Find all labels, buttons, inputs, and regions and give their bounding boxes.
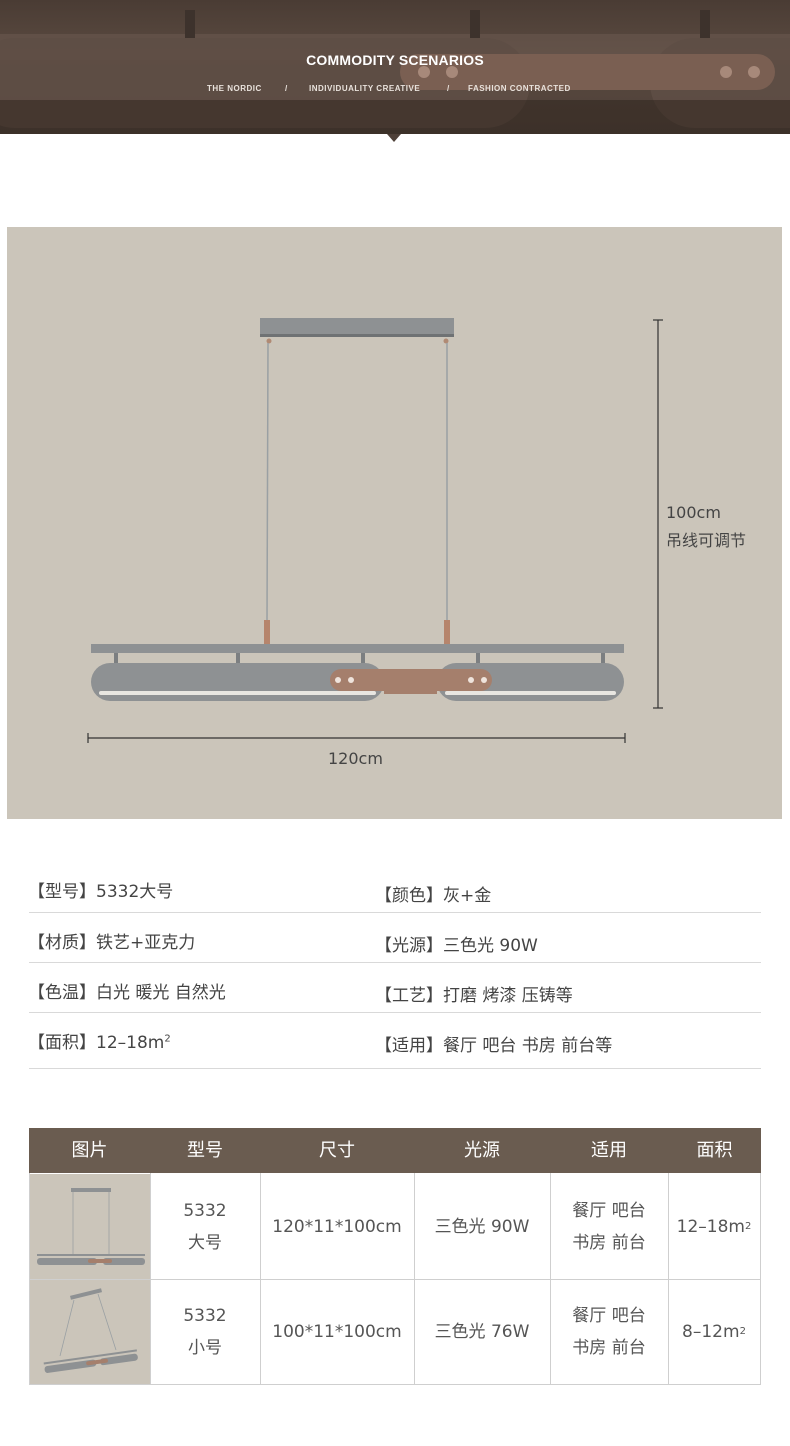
table-header-image: 图片 [71, 1140, 108, 1161]
row2-model-size: 小号 [188, 1338, 222, 1358]
row1-usage-line: 书房 前台 [572, 1232, 646, 1253]
row2-usage: 餐厅 吧台 书房 前台 [550, 1280, 668, 1384]
banner-tag-separator: / [447, 84, 450, 93]
spec-craft: 【工艺】打磨 烤漆 压铸等 [375, 986, 573, 1006]
lamp-illustration [87, 318, 663, 743]
spec-divider [29, 1012, 761, 1013]
table-header-model: 型号 [187, 1140, 223, 1161]
row2-size: 100*11*100cm [272, 1322, 402, 1342]
spec-color: 【颜色】灰+金 [375, 886, 492, 906]
banner-title: COMMODITY SCENARIOS [306, 52, 484, 68]
spec-divider [29, 912, 761, 913]
row1-usage: 餐厅 吧台 书房 前台 [550, 1174, 668, 1279]
spec-divider [29, 962, 761, 963]
table-border [29, 1279, 761, 1280]
spec-material: 【材质】铁艺+亚克力 [28, 933, 196, 953]
product-dimension-panel: 100cm 吊线可调节 120cm [7, 227, 782, 819]
spec-area-text: 【面积】12–18m [28, 1033, 165, 1053]
spec-color-temperature: 【色温】白光 暖光 自然光 [28, 983, 226, 1003]
row1-model: 5332 大号 [150, 1174, 260, 1279]
height-note: 吊线可调节 [666, 531, 747, 550]
banner-tag: INDIVIDUALITY CREATIVE [309, 84, 421, 93]
row2-usage-line: 书房 前台 [572, 1338, 646, 1358]
table-header-row [29, 1128, 761, 1173]
top-rail [91, 644, 624, 653]
height-value: 100cm [666, 503, 721, 522]
banner-dot [748, 66, 760, 78]
row2-usage-line: 餐厅 吧台 [572, 1306, 646, 1326]
row1-area-text: 12–18m [676, 1216, 745, 1237]
row2-area-sup: 2 [739, 1326, 746, 1337]
row2-area-text: 8–12m [682, 1322, 740, 1342]
spec-area: 【面积】12–18m2 [28, 1028, 171, 1053]
banner-bar [400, 54, 775, 90]
row1-model-number: 5332 [183, 1200, 227, 1221]
banner-stem [700, 10, 710, 38]
table-header-area: 面积 [696, 1140, 733, 1161]
spec-usage: 【适用】餐厅 吧台 书房 前台等 [375, 1036, 613, 1056]
spec-light-source: 【光源】三色光 90W [375, 936, 538, 956]
spec-model: 【型号】5332大号 [28, 882, 174, 902]
banner-pointer-arrow [387, 134, 401, 142]
table-header-size: 尺寸 [319, 1140, 355, 1161]
spec-divider [29, 1068, 761, 1069]
banner-dot [446, 66, 458, 78]
width-value: 120cm [328, 749, 383, 768]
banner-shade [0, 100, 790, 134]
banner-stem [470, 10, 480, 38]
lamp-accent-bar [330, 669, 492, 691]
table-header-usage: 适用 [591, 1140, 627, 1161]
spec-area-sup: 2 [164, 1033, 171, 1045]
row1-light: 三色光 90W [434, 1216, 530, 1237]
ceiling-canopy [260, 318, 454, 336]
product-thumbnail-small [30, 1280, 150, 1384]
banner-stem [185, 10, 195, 38]
product-thumbnail-large [30, 1174, 150, 1279]
suspension-wire [266, 342, 269, 623]
banner-dot [418, 66, 430, 78]
row1-usage-line: 餐厅 吧台 [572, 1200, 646, 1221]
row1-area-sup: 2 [744, 1220, 752, 1232]
banner-tag-separator: / [285, 84, 288, 93]
banner-dot [720, 66, 732, 78]
row1-model-size: 大号 [188, 1232, 222, 1253]
table-header-light: 光源 [464, 1140, 500, 1161]
row2-light: 三色光 76W [434, 1322, 530, 1342]
banner-tag: THE NORDIC [207, 84, 262, 93]
row1-size: 120*11*100cm [272, 1216, 402, 1237]
row2-model: 5332 小号 [150, 1280, 260, 1384]
table-border [29, 1384, 761, 1385]
scenario-banner: COMMODITY SCENARIOS THE NORDIC / INDIVID… [0, 0, 790, 134]
row2-model-number: 5332 [183, 1306, 227, 1326]
banner-tag: FASHION CONTRACTED [468, 84, 571, 93]
